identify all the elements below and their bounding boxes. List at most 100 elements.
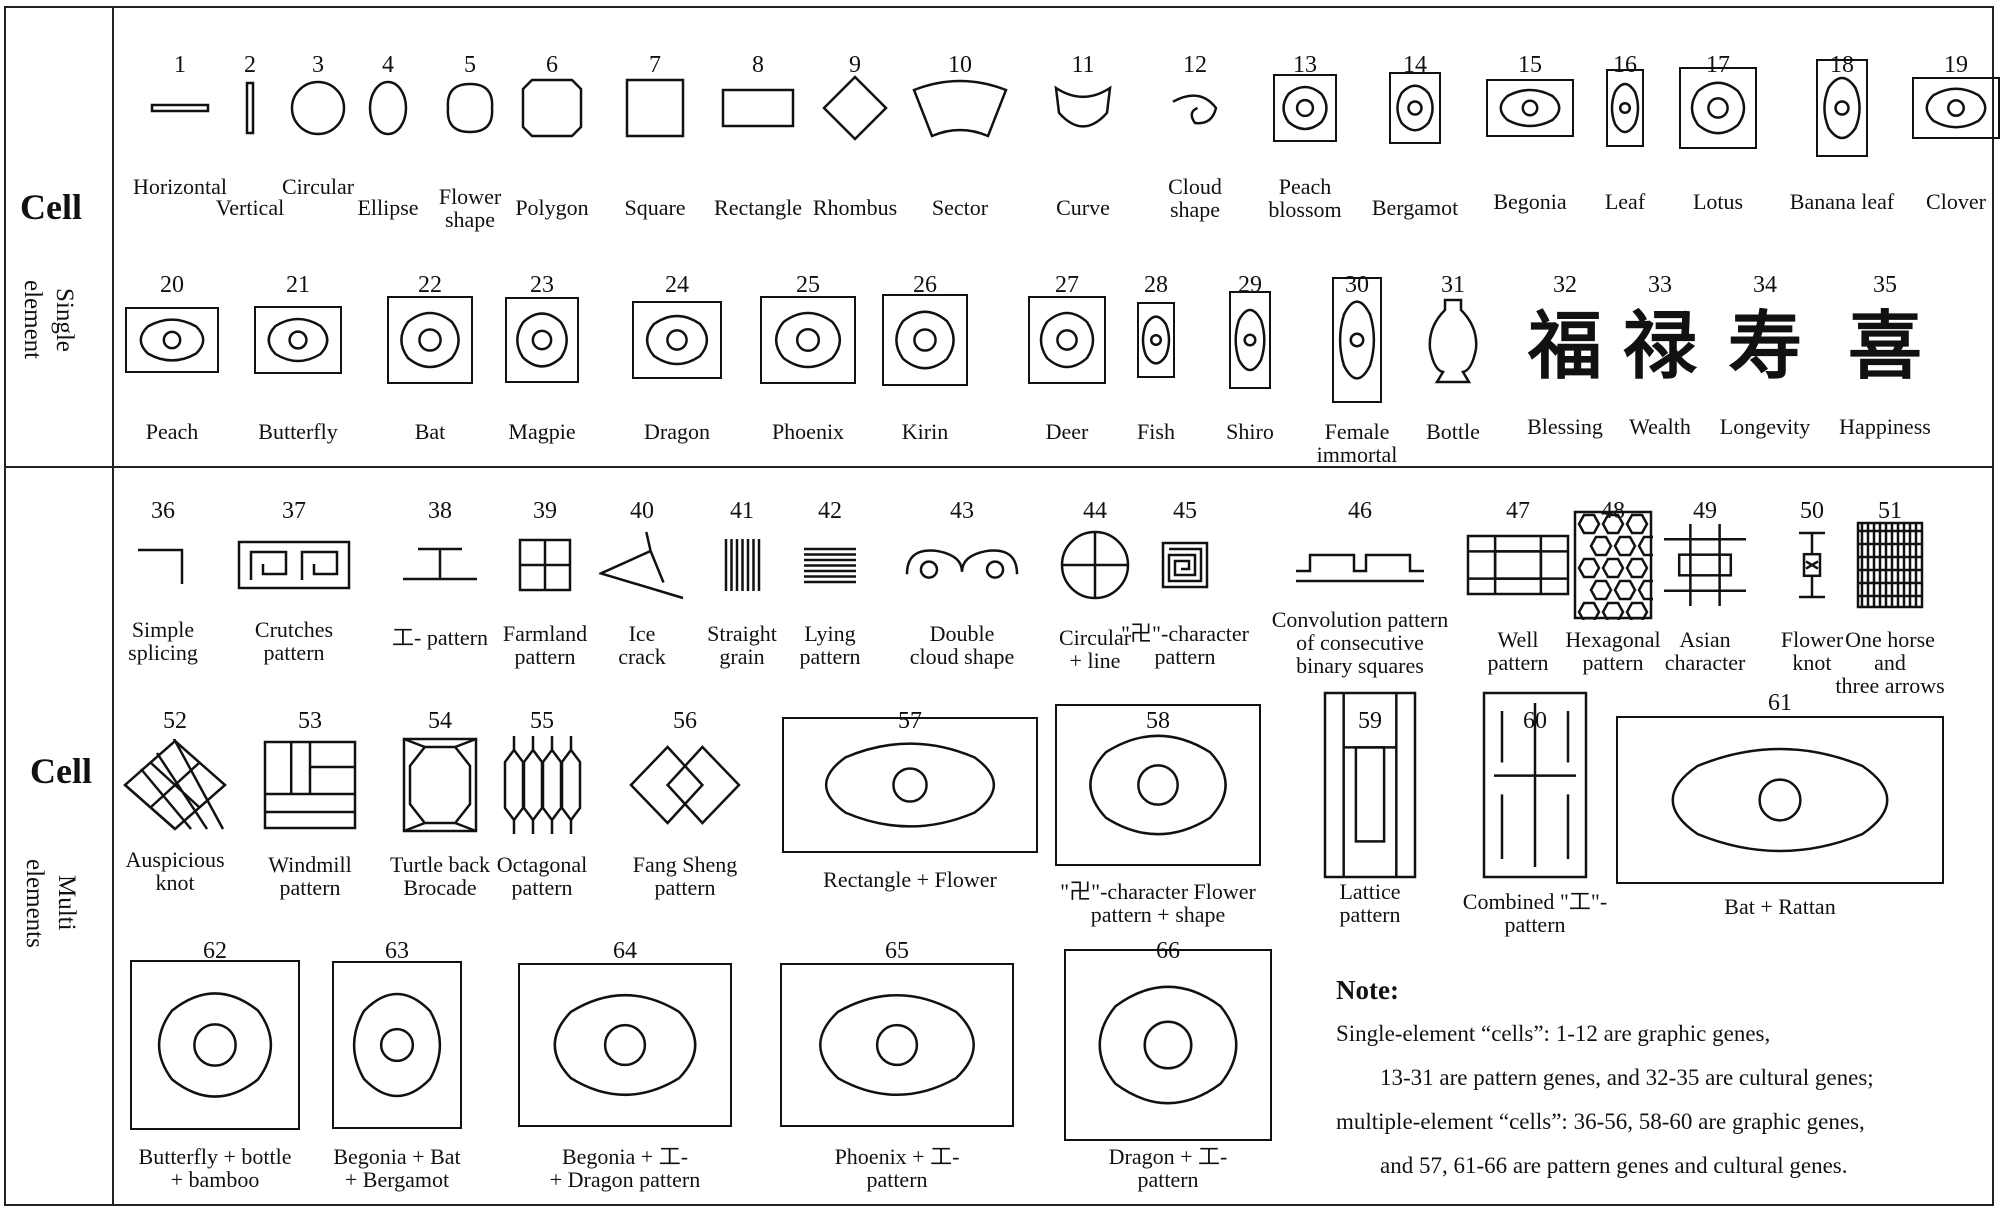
item-label: Horizontal <box>132 174 228 199</box>
item-number: 15 <box>1518 52 1542 78</box>
item-number: 25 <box>796 272 820 298</box>
item-label: Lotus <box>1692 189 1744 214</box>
item-number: 49 <box>1693 498 1717 524</box>
convolution-pattern-icon <box>1294 545 1426 585</box>
item-label: "卍"-character Flower pattern + shape <box>1060 879 1256 927</box>
item-number: 21 <box>286 272 310 298</box>
item-number: 45 <box>1173 498 1197 524</box>
item-number: 31 <box>1441 272 1465 298</box>
item-label: Bat <box>414 419 446 444</box>
item-label: Convolution pattern of consecutive binar… <box>1271 607 1449 678</box>
item-number: 6 <box>546 52 558 78</box>
item-number: 5 <box>464 52 476 78</box>
item-number: 8 <box>752 52 764 78</box>
item-label: Fish <box>1137 419 1175 444</box>
item-number: 11 <box>1071 52 1095 78</box>
rectangle-flower-icon <box>781 716 1039 854</box>
item-number: 16 <box>1613 52 1637 78</box>
item-number: 51 <box>1878 498 1902 524</box>
circle-cross-icon <box>1060 530 1130 600</box>
item-number: 1 <box>174 52 186 78</box>
item-label: Banana leaf <box>1789 189 1895 214</box>
item-label: 工- pattern <box>392 625 488 650</box>
magpie-icon <box>504 296 580 384</box>
item-number: 22 <box>418 272 442 298</box>
item-number: 40 <box>630 498 654 524</box>
double-cloud-icon <box>903 542 1021 588</box>
polygon-icon <box>520 77 584 139</box>
lattice-pattern-icon <box>1323 691 1417 879</box>
lotus-icon <box>1678 66 1758 150</box>
begonia-dragon-icon <box>517 962 733 1128</box>
note-line-1: Single-element “cells”: 1-12 are graphic… <box>1336 1021 1771 1046</box>
cultural-glyph: 喜 <box>1848 303 1922 390</box>
auspicious-knot-icon <box>123 736 227 831</box>
item-label: Windmill pattern <box>268 852 352 900</box>
item-number: 56 <box>673 708 697 734</box>
item-label: Double cloud shape <box>909 621 1015 669</box>
horizontal-line-icon <box>150 101 210 115</box>
item-number: 52 <box>163 708 187 734</box>
item-label: Blessing <box>1527 414 1603 439</box>
cultural-glyph: 福 <box>1528 303 1602 390</box>
vertical-line-icon <box>245 81 255 135</box>
item-number: 33 <box>1648 272 1672 298</box>
item-label: Asian character <box>1664 627 1746 675</box>
column-divider <box>112 6 114 1206</box>
wan-character-icon <box>1161 541 1209 589</box>
hexagonal-pattern-icon <box>1573 510 1661 623</box>
item-label: Clover <box>1926 189 1986 214</box>
item-label: Curve <box>1056 195 1110 220</box>
item-number: 58 <box>1146 708 1170 734</box>
item-label: Dragon + 工- pattern <box>1108 1144 1228 1192</box>
item-label: Begonia + 工- + Dragon pattern <box>549 1144 701 1192</box>
crutches-pattern-icon <box>237 540 351 590</box>
note-line-4: and 57, 61-66 are pattern genes and cult… <box>1380 1153 1848 1178</box>
clover-icon <box>1911 76 2000 140</box>
item-number: 37 <box>282 498 306 524</box>
flower-knot-icon <box>1797 529 1827 601</box>
phoenix-icon <box>759 295 857 385</box>
item-number: 55 <box>530 708 554 734</box>
horse-arrows-icon <box>1856 521 1924 609</box>
farmland-pattern-icon <box>518 538 572 592</box>
item-label: Begonia + Bat + Bergamot <box>333 1144 461 1192</box>
item-number: 4 <box>382 52 394 78</box>
item-label: Longevity <box>1719 414 1811 439</box>
item-number: 62 <box>203 938 227 964</box>
item-label: Shiro <box>1226 419 1274 444</box>
kirin-icon <box>881 293 969 387</box>
banana-leaf-icon <box>1815 58 1869 158</box>
item-number: 64 <box>613 938 637 964</box>
item-label: Wealth <box>1629 414 1691 439</box>
item-number: 19 <box>1944 52 1968 78</box>
note-line-3: multiple-element “cells”: 36-56, 58-60 a… <box>1336 1109 1865 1134</box>
item-label: Square <box>624 195 686 220</box>
item-number: 32 <box>1553 272 1577 298</box>
note-line-2: 13-31 are pattern genes, and 32-35 are c… <box>1380 1065 1874 1090</box>
item-label: Ice crack <box>618 621 666 669</box>
item-number: 36 <box>151 498 175 524</box>
row-divider <box>4 466 1994 468</box>
cloud-shape-icon <box>1170 87 1220 129</box>
rhombus-icon <box>822 75 888 141</box>
item-number: 54 <box>428 708 452 734</box>
asian-character-icon <box>1662 522 1748 608</box>
item-label: Kirin <box>901 419 949 444</box>
ellipse-icon <box>368 80 408 136</box>
well-pattern-icon <box>1466 534 1570 596</box>
item-label: Leaf <box>1604 189 1646 214</box>
begonia-icon <box>1485 78 1575 138</box>
item-number: 41 <box>730 498 754 524</box>
cultural-glyph: 禄 <box>1623 303 1697 390</box>
item-number: 24 <box>665 272 689 298</box>
item-label: Cloud shape <box>1168 174 1222 222</box>
item-number: 23 <box>530 272 554 298</box>
note-title: Note: <box>1336 975 1399 1005</box>
square-icon <box>625 78 685 138</box>
item-label: Flower knot <box>1780 627 1844 675</box>
item-number: 50 <box>1800 498 1824 524</box>
item-label: Straight grain <box>707 621 777 669</box>
fish-icon <box>1136 301 1176 379</box>
shiro-figure-icon <box>1228 290 1272 390</box>
